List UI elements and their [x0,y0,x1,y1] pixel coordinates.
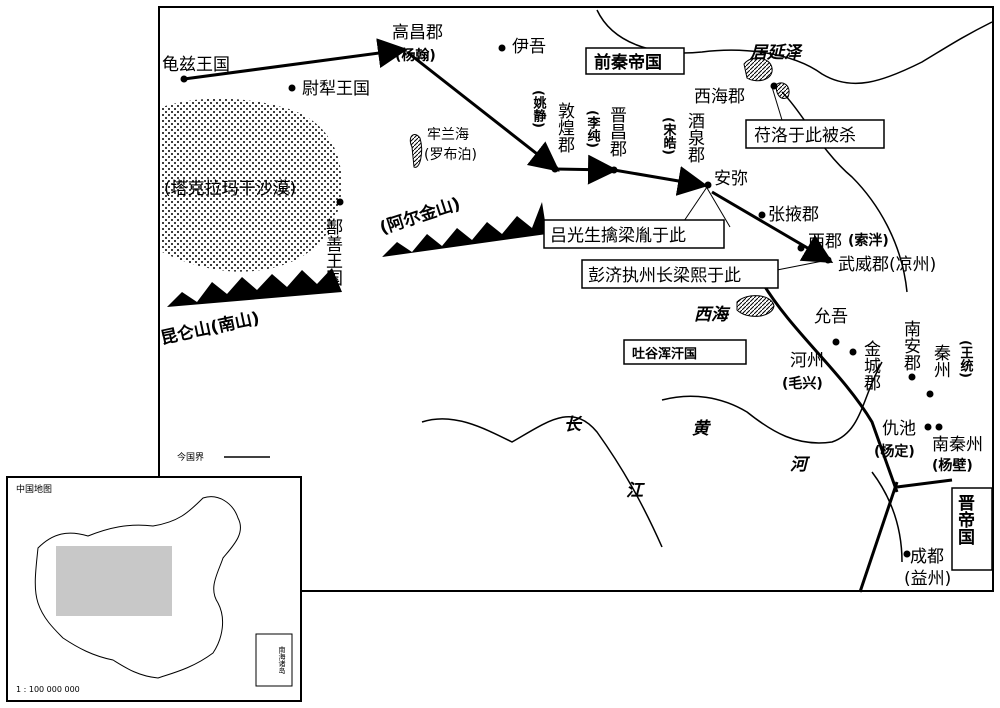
yangtze-river [421,415,663,548]
label-gaochang-ruler: (杨翰) [395,47,436,64]
south-sea-box [255,633,293,687]
label-xihaijun: 西海郡 [694,87,745,107]
label-nanan: 南安郡 [900,320,921,371]
label-gaochang: 高昌郡 [392,23,443,43]
label-kunlun: 昆仑山(南山) [160,307,261,348]
callout-fuluo [771,86,783,121]
label-chang: 长 [564,415,583,435]
label-hezhou: 河州 [790,351,824,371]
label-jiuquan-ruler: (宋皓) [661,117,678,155]
south-sea-label: 南海诸岛 [278,645,286,675]
map-canvas: 龟兹王国 高昌郡 (杨翰) 伊吾 尉犁王国 牢兰海 (罗布泊) (塔克拉玛干沙漠… [159,9,993,593]
label-he: 河 [790,455,811,475]
route-south-east [896,478,953,489]
label-tuyuhun: 吐谷浑汗国 [632,346,697,362]
label-jinchang: 晋昌郡 [606,106,627,157]
main-map: 龟兹王国 高昌郡 (杨翰) 伊吾 尉犁王国 牢兰海 (罗布泊) (塔克拉玛干沙漠… [158,6,994,593]
route-jinchang-anmi [613,166,708,196]
box-jin [951,487,993,571]
label-shanshan: 鄯善王国 [322,218,343,286]
label-pengji: 彭济执州长梁熙于此 [588,266,741,286]
label-jiang: 江 [626,481,645,501]
label-jinchang-ruler: (李纯) [585,110,602,148]
label-qianqin: 前秦帝国 [594,52,662,73]
taklamakan-desert [162,98,342,272]
label-qinzhou: 秦州 [930,344,951,378]
label-dunhuang: 敦煌郡 [554,102,575,153]
label-anmi: 安弥 [714,169,748,189]
yangtze-river-2 [871,471,903,563]
route-wuwei-south [760,281,899,493]
box-qianqin [585,47,685,75]
juyan-lake [743,57,773,82]
label-nanqinzhou-ruler: (杨壁) [932,457,973,474]
legend-border-label: 今国界 [177,451,204,463]
label-jiuquan: 酒泉郡 [684,112,705,163]
label-altun: (阿尔金山) [377,193,463,239]
box-lvguang [543,219,725,249]
label-huang: 黄 [692,419,712,439]
route-gaochang-dunhuang [406,50,560,172]
china-outline [34,496,241,679]
label-zhangye: 张掖郡 [768,205,819,225]
kunlun-mountains [167,268,342,307]
callout-pengji-2 [776,259,829,271]
label-qiuchi: 仇池 [882,419,916,439]
label-hezhou-ruler: (毛兴) [782,375,823,392]
label-xijun-ruler: (索泮) [848,232,889,249]
callout-pengji-1 [706,187,731,228]
label-jin: 晋帝国 [954,494,975,546]
label-qiuci: 龟兹王国 [162,55,230,75]
box-tuyuhun [623,339,747,365]
route-dunhuang-jinchang [554,154,618,185]
route-anmi-wuwei [711,190,834,264]
label-jincheng: 金城郡 [860,340,881,391]
label-juyanze: 居延泽 [749,43,803,63]
label-weili: 尉犁王国 [302,79,370,99]
label-wuwei: 武威郡(凉州) [838,255,936,275]
inset-scale: 1 : 100 000 000 [16,685,80,694]
label-dunhuang-ruler: (姚静) [531,90,548,128]
label-chengdu-ruler: (益州) [904,569,951,589]
altun-mountains [382,202,547,257]
xihai-lake [736,295,775,317]
modern-border-2 [781,91,908,293]
label-taklamakan: (塔克拉玛干沙漠) [164,179,296,199]
label-fuluo: 苻洛于此被杀 [754,126,856,146]
label-xihai: 西海 [694,305,731,325]
callout-lvguang [681,186,708,225]
label-chengdu: 成都 [910,547,944,567]
inset-highlight [56,546,172,616]
juyan-lake-2 [775,82,790,99]
label-lvguang: 吕光生擒梁胤于此 [550,226,686,246]
label-yunwu: 允吾 [814,307,848,327]
box-pengji [581,259,779,289]
box-fuluo [745,119,885,149]
label-loulan: 牢兰海 [427,127,469,143]
route-south-chengdu [858,481,899,593]
place-dots [180,44,943,558]
inset-map: 中国地图 南海诸岛 1 : 100 000 000 [6,476,302,702]
label-xijun: 西郡 [808,232,842,252]
label-nanqinzhou: 南秦州 [932,435,983,455]
loulan-lake [409,134,423,168]
route-qiuci-gaochang [183,38,408,81]
label-qiuchi-ruler: (杨定) [874,443,915,460]
inset-title: 中国地图 [16,483,52,495]
label-qinzhou-ruler: (王统) [958,340,974,378]
label-lopnur: (罗布泊) [424,147,477,163]
label-yiwu: 伊吾 [512,37,546,57]
inset-canvas: 中国地图 南海诸岛 1 : 100 000 000 [16,483,293,694]
